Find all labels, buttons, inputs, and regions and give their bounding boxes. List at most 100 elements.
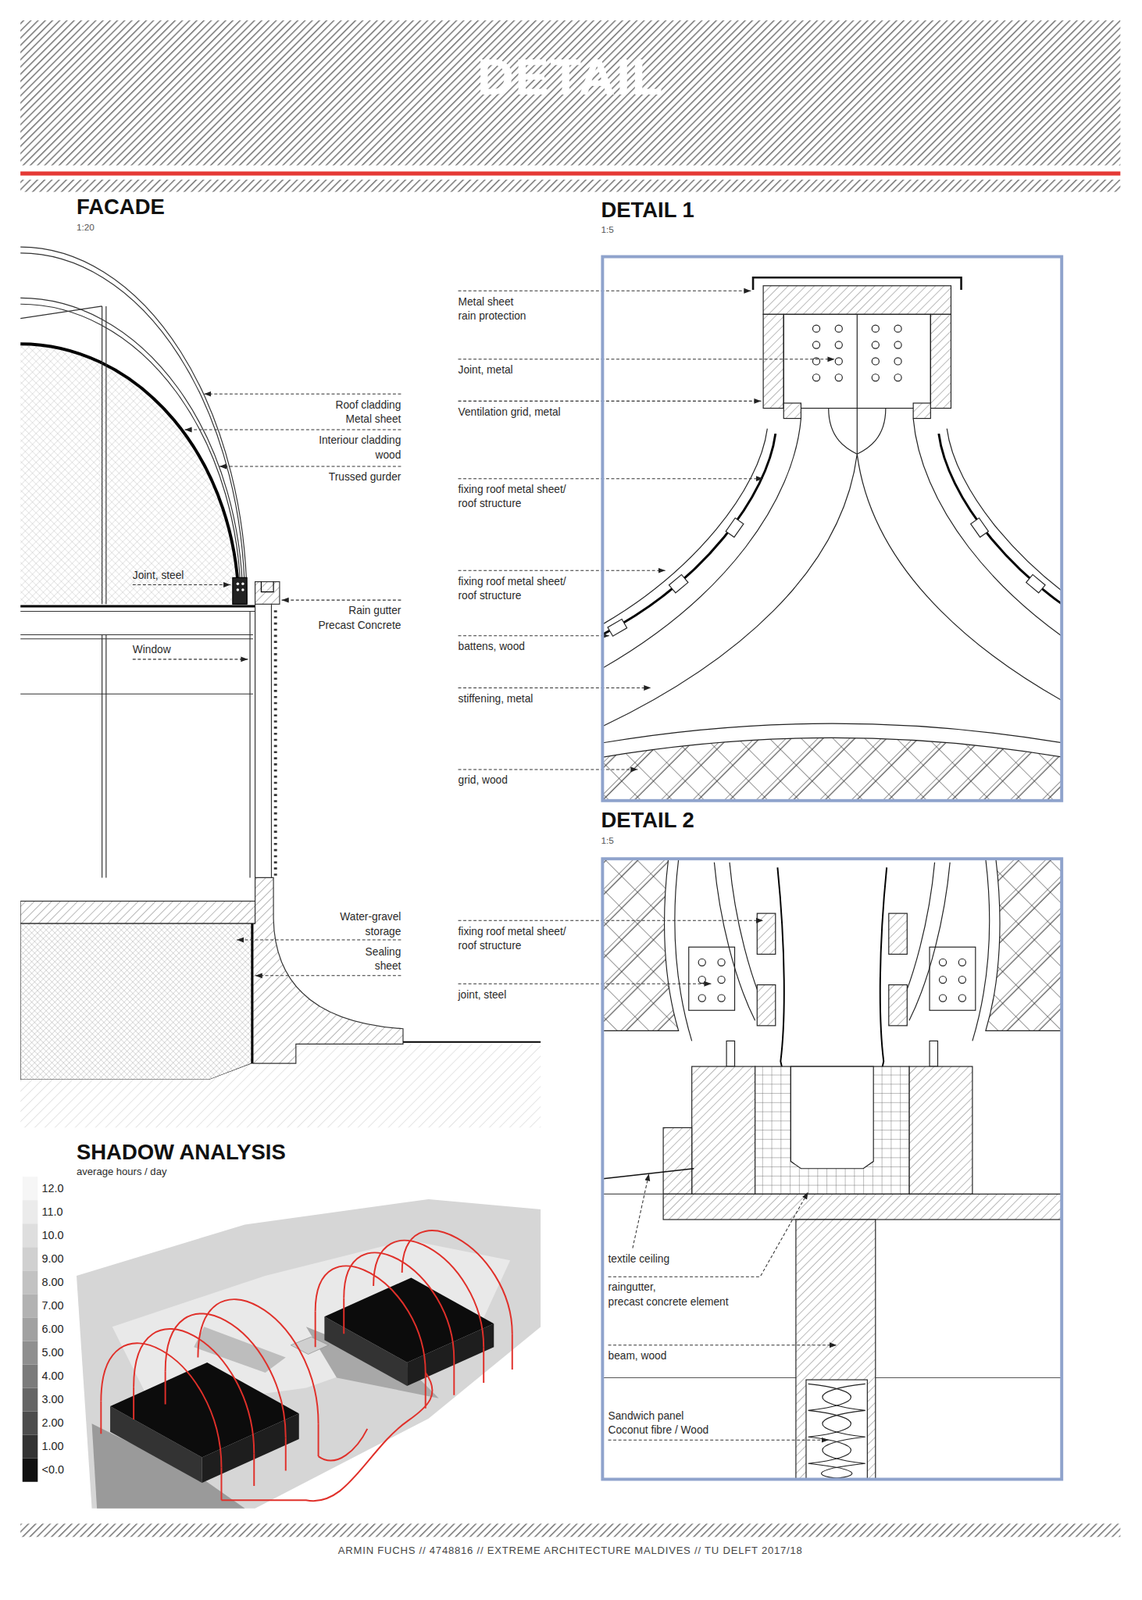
legend-entry: 9.00: [22, 1246, 84, 1271]
detail2-section: [888, 913, 908, 954]
detail1-section: [783, 403, 801, 419]
detail2-section: [958, 958, 966, 966]
leader-line: [458, 983, 712, 985]
detail1-section: [970, 517, 989, 538]
text-line: Interiour cladding: [176, 432, 401, 447]
detail2-section: [692, 1066, 756, 1194]
part-label: beam, wood: [608, 1348, 668, 1363]
facade-section: [20, 343, 240, 604]
detail1-section: [894, 357, 902, 365]
facade-section: [20, 900, 255, 924]
text-line: Ventilation grid, metal: [458, 403, 561, 418]
detail2-section: [790, 1066, 874, 1169]
shadow-map: [315, 1298, 513, 1409]
legend-entry: 3.00: [22, 1388, 84, 1412]
leader-line: [236, 939, 401, 941]
leader-line: [458, 400, 762, 402]
header-band: [20, 171, 1121, 175]
legend-swatch: [22, 1176, 39, 1200]
shadow-map: [76, 1199, 541, 1509]
part-label: stiffening, metal: [458, 690, 534, 705]
legend-entry: 11.0: [22, 1199, 84, 1224]
legend-swatch: [22, 1364, 39, 1389]
leader-line: [184, 428, 401, 430]
part-label: Metal sheet rain protection: [458, 293, 527, 323]
scale-note: 1:5: [600, 223, 614, 236]
legend-label: 9.00: [42, 1246, 65, 1271]
legend-swatch: [22, 1293, 39, 1317]
part-label: Joint, steel: [132, 567, 185, 582]
text-line: Metal sheet: [458, 293, 527, 308]
shadow-map: [100, 1371, 318, 1501]
shadow-map: [133, 1328, 254, 1453]
leader-line: [132, 658, 249, 660]
text-line: textile ceiling: [608, 1251, 671, 1266]
text-line: roof structure: [458, 496, 567, 511]
legend-label: 3.00: [42, 1388, 65, 1412]
text-line: Roof cladding: [176, 396, 401, 411]
text-line: raingutter,: [608, 1279, 729, 1294]
text-line: SHADOW ANALYSIS: [76, 1139, 286, 1164]
text-line: Rain gutter: [176, 603, 401, 618]
leader-line: [608, 1439, 829, 1441]
detail1-section: [812, 357, 820, 365]
detail1-section: [603, 418, 801, 669]
detail2-section: [938, 975, 946, 983]
legend-swatch: [22, 1246, 39, 1271]
text-line: Precast Concrete: [176, 617, 401, 632]
legend-label: 11.0: [42, 1199, 64, 1224]
legend-swatch: [22, 1434, 39, 1459]
detail2-section: [663, 1193, 1061, 1220]
legend-label: 2.00: [42, 1411, 65, 1435]
facade-section: [20, 246, 247, 604]
facade-section: [241, 588, 244, 591]
legend-entry: 7.00: [22, 1293, 84, 1317]
part-label: Window: [132, 642, 172, 657]
header-band: [20, 179, 1121, 193]
facade-section: [20, 343, 240, 604]
part-label: Joint, metal: [458, 362, 514, 377]
text-line: stiffening, metal: [458, 690, 534, 705]
detail2-section: [972, 859, 990, 1042]
detail2-section: [878, 867, 887, 1084]
detail2-section: [958, 975, 966, 983]
leader-line: [219, 465, 402, 467]
facade-section: [250, 923, 254, 1064]
text-line: roof structure: [458, 937, 567, 952]
detail1-section: [603, 428, 768, 625]
detail2-section: [985, 859, 1062, 1031]
detail2-section: [929, 946, 976, 1010]
legend-swatch: [22, 1270, 39, 1294]
legend-label: 10.0: [42, 1223, 65, 1247]
text-line: fixing roof metal sheet/: [458, 923, 567, 938]
detail1-section: [812, 374, 820, 382]
facade-section: [20, 297, 243, 604]
facade-section: [20, 246, 541, 1128]
legend-entry: 4.00: [22, 1364, 84, 1389]
unit-note: average hours / day: [76, 1163, 167, 1178]
detail2-section: [938, 958, 946, 966]
leader-line: [203, 393, 401, 395]
leader-line: [132, 584, 231, 586]
legend-entry: 5.00: [22, 1340, 84, 1364]
detail2-section: [888, 984, 908, 1026]
text-line: Window: [132, 642, 172, 657]
text-line: Joint, metal: [458, 362, 514, 377]
facade-section: [241, 582, 244, 586]
detail2-section: [909, 1066, 973, 1194]
text-line: Metal sheet: [176, 410, 401, 425]
leader-line: [458, 570, 666, 571]
detail1-section: [603, 737, 1062, 800]
text-line: Trussed gurder: [176, 469, 401, 484]
header-band: [20, 20, 1121, 165]
detail2-section: [698, 958, 706, 966]
detail1-section: [763, 314, 784, 408]
shadow-map: [100, 1342, 222, 1467]
section-heading: SHADOW ANALYSIS: [76, 1139, 286, 1164]
legend-entry: 12.0: [22, 1176, 84, 1200]
text-line: wood: [176, 446, 401, 461]
part-label: Interiour cladding wood: [176, 432, 401, 462]
header-band: [20, 20, 1121, 1537]
detail2-section: [717, 994, 725, 1002]
legend-entry: <0.0: [22, 1458, 84, 1482]
